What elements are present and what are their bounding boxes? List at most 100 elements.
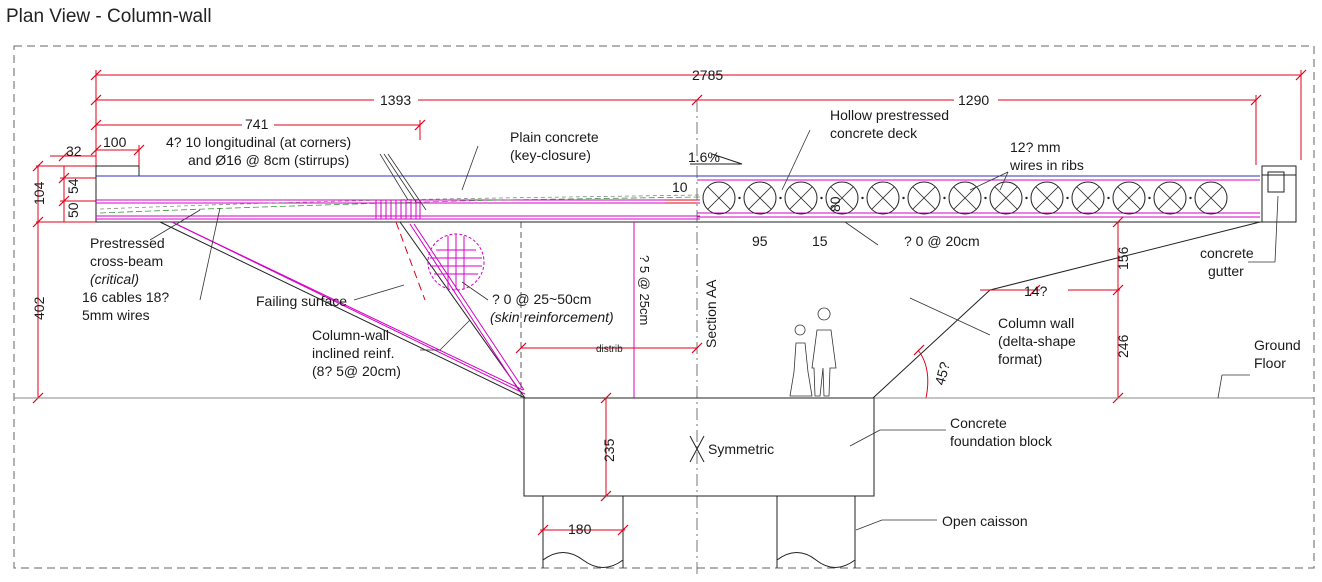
dimension-741: 741 bbox=[90, 116, 426, 140]
void-cross bbox=[953, 186, 977, 210]
void-cross bbox=[1076, 186, 1100, 210]
void-circle bbox=[907, 181, 941, 215]
label-ground-1: Ground bbox=[1254, 337, 1301, 353]
cross-beam bbox=[95, 165, 1260, 223]
label-cross-beam-3: (critical) bbox=[90, 271, 139, 287]
dim-80-label: 80 bbox=[827, 196, 843, 212]
column-wall-right bbox=[872, 216, 1261, 404]
void-circle bbox=[1194, 181, 1228, 215]
void-circle bbox=[743, 181, 777, 215]
label-gutter-2: gutter bbox=[1208, 263, 1244, 279]
dim-156-label: 156 bbox=[1115, 246, 1131, 270]
label-hollow-deck-2: concrete deck bbox=[830, 125, 918, 141]
rib-wire-dot bbox=[984, 196, 987, 200]
dim-104-label: 104 bbox=[31, 181, 47, 205]
dimension-left-verticals: 32 104 54 50 402 bbox=[31, 143, 96, 404]
rib-wire-dot bbox=[943, 196, 946, 200]
dimension-right: 1290 bbox=[697, 92, 1262, 165]
rib-wire-dot bbox=[1025, 196, 1028, 200]
foundation-block bbox=[523, 397, 875, 497]
void-circle bbox=[825, 181, 859, 215]
label-longitudinal-2: and Ø16 @ 8cm (stirrups) bbox=[188, 152, 349, 168]
slope-label: 1.6% bbox=[688, 149, 720, 165]
void-cross bbox=[1199, 186, 1223, 210]
slope-indicator: 1.6% bbox=[688, 149, 743, 165]
void-cross bbox=[830, 186, 854, 210]
label-plain-concrete-1: Plain concrete bbox=[510, 129, 599, 145]
label-distrib: distrib bbox=[596, 344, 623, 355]
void-circle bbox=[989, 181, 1023, 215]
void-cross bbox=[1035, 186, 1059, 210]
rib-wire-dot bbox=[820, 196, 823, 200]
dim-235-label: 235 bbox=[601, 438, 617, 462]
dim-95-label: 95 bbox=[752, 233, 768, 249]
dim-32-label: 32 bbox=[66, 143, 82, 159]
label-longitudinal-1: 4? 10 longitudinal (at corners) bbox=[166, 134, 351, 150]
leader-lines bbox=[149, 129, 1279, 531]
label-caisson: Open caisson bbox=[942, 513, 1028, 529]
rib-wire-dot bbox=[902, 196, 905, 200]
label-wires-2: wires in ribs bbox=[1009, 157, 1084, 173]
dim-180-label: 180 bbox=[568, 521, 592, 537]
dim-54-label: 54 bbox=[65, 178, 81, 194]
label-skin-1: ? 0 @ 25~50cm bbox=[492, 291, 591, 307]
label-column-wall-3: format) bbox=[998, 351, 1042, 367]
void-cross bbox=[1117, 186, 1141, 210]
label-skin-2: (skin reinforcement) bbox=[490, 309, 614, 325]
void-circle bbox=[948, 181, 982, 215]
label-rib-bars: ? 0 @ 20cm bbox=[904, 233, 980, 249]
void-cross bbox=[1158, 186, 1182, 210]
column-wall-left bbox=[159, 221, 526, 399]
page-title: Plan View - Column-wall bbox=[6, 6, 212, 27]
void-circle bbox=[702, 181, 736, 215]
void-circles bbox=[702, 181, 1228, 215]
dimension-100: 100 bbox=[90, 134, 145, 166]
void-cross bbox=[748, 186, 772, 210]
rib-wire-dot bbox=[1189, 196, 1192, 200]
skin-reinforcement bbox=[427, 233, 485, 291]
label-inclined-2: inclined reinf. bbox=[312, 345, 395, 361]
void-cross bbox=[871, 186, 895, 210]
label-symmetric: Symmetric bbox=[708, 441, 774, 457]
label-cross-beam-5: 5mm wires bbox=[82, 307, 150, 323]
label-cross-beam-4: 16 cables 18? bbox=[82, 289, 169, 305]
label-vertical-bars: ? 5 @ 25cm bbox=[637, 255, 652, 325]
dim-246-label: 246 bbox=[1115, 334, 1131, 358]
dim-right-label: 1290 bbox=[958, 92, 989, 108]
rib-wire-dot bbox=[1066, 196, 1069, 200]
void-circle bbox=[866, 181, 900, 215]
dim-45-label: 45? bbox=[931, 360, 953, 387]
label-inclined-3: (8? 5@ 20cm) bbox=[312, 363, 401, 379]
dim-14-label: 14? bbox=[1024, 283, 1048, 299]
void-circle bbox=[1030, 181, 1064, 215]
dim-50-label: 50 bbox=[65, 202, 81, 218]
void-cross bbox=[994, 186, 1018, 210]
void-circle bbox=[1153, 181, 1187, 215]
label-failing-surface: Failing surface bbox=[256, 293, 347, 309]
hollow-deck bbox=[665, 179, 1262, 223]
human-scale-figures-icon bbox=[789, 307, 837, 397]
label-foundation-1: Concrete bbox=[950, 415, 1007, 431]
label-column-wall-1: Column wall bbox=[998, 315, 1074, 331]
dimension-left: 1393 bbox=[90, 92, 703, 108]
annotation-text: 4? 10 longitudinal (at corners) and Ø16 … bbox=[82, 107, 1301, 537]
rib-wire-dot bbox=[738, 196, 741, 200]
open-caisson-right bbox=[776, 496, 856, 568]
drawing-frame bbox=[13, 45, 1315, 569]
concrete-gutter bbox=[1261, 165, 1297, 223]
dim-left-label: 1393 bbox=[380, 92, 411, 108]
rib-wire-dot bbox=[1148, 196, 1151, 200]
failing-surface bbox=[395, 221, 426, 301]
label-section-aa: Section AA bbox=[703, 279, 719, 348]
void-cross bbox=[789, 186, 813, 210]
void-circle bbox=[1071, 181, 1105, 215]
label-foundation-2: foundation block bbox=[950, 433, 1053, 449]
rib-wire-dot bbox=[779, 196, 782, 200]
dim-741-label: 741 bbox=[245, 116, 269, 132]
label-cross-beam-2: cross-beam bbox=[90, 253, 163, 269]
foundation-dims bbox=[537, 392, 629, 536]
label-inclined-1: Column-wall bbox=[312, 327, 389, 343]
label-plain-concrete-2: (key-closure) bbox=[510, 147, 591, 163]
void-circle bbox=[784, 181, 818, 215]
